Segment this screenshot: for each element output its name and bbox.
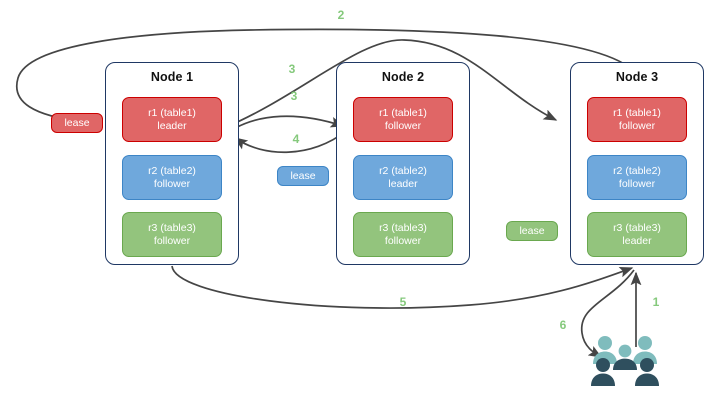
replica-n3r3[interactable]: r3 (table3) leader (587, 212, 687, 257)
replica-line1: r3 (table3) (148, 221, 196, 234)
edge-label-1: 1 (652, 295, 660, 309)
replica-n2r1[interactable]: r1 (table1) follower (353, 97, 453, 142)
replica-line1: r1 (table1) (613, 106, 661, 119)
replica-n3r1[interactable]: r1 (table1) follower (587, 97, 687, 142)
replica-line1: r2 (table2) (613, 164, 661, 177)
lease-badge-red[interactable]: lease (51, 113, 103, 133)
replica-line1: r2 (table2) (379, 164, 427, 177)
edge-label-5: 5 (399, 295, 407, 309)
edge-label-3b: 3 (290, 89, 298, 103)
edge-label-2: 2 (337, 8, 345, 22)
lease-badge-green[interactable]: lease (506, 221, 558, 241)
users-icon-svg (591, 336, 659, 386)
replica-line1: r2 (table2) (148, 164, 196, 177)
edge-label-4: 4 (292, 132, 300, 146)
replica-line2: follower (618, 119, 656, 132)
replica-line2: leader (622, 234, 652, 247)
replica-n1r3[interactable]: r3 (table3) follower (122, 212, 222, 257)
replica-n1r2[interactable]: r2 (table2) follower (122, 155, 222, 200)
node-title-node2: Node 2 (381, 70, 425, 84)
replica-line2: follower (618, 177, 656, 190)
edge-label-6: 6 (559, 318, 567, 332)
lease-badge-blue[interactable]: lease (277, 166, 329, 186)
replica-line1: r3 (table3) (379, 221, 427, 234)
replica-line2: leader (388, 177, 418, 190)
replica-line2: follower (153, 234, 191, 247)
users-front-row (591, 358, 659, 386)
replica-line2: follower (153, 177, 191, 190)
replica-n3r2[interactable]: r2 (table2) follower (587, 155, 687, 200)
node-title-node3: Node 3 (615, 70, 659, 84)
replica-line2: leader (157, 119, 187, 132)
replica-line2: follower (384, 234, 422, 247)
replica-line1: r1 (table1) (148, 106, 196, 119)
replica-line2: follower (384, 119, 422, 132)
node-title-node1: Node 1 (150, 70, 194, 84)
replica-n2r3[interactable]: r3 (table3) follower (353, 212, 453, 257)
replica-n1r1[interactable]: r1 (table1) leader (122, 97, 222, 142)
edge-3-short-path (226, 115, 345, 134)
users-icon (591, 334, 659, 386)
replica-n2r2[interactable]: r2 (table2) leader (353, 155, 453, 200)
replica-line1: r3 (table3) (613, 221, 661, 234)
replica-line1: r1 (table1) (379, 106, 427, 119)
edge-label-3a: 3 (288, 62, 296, 76)
